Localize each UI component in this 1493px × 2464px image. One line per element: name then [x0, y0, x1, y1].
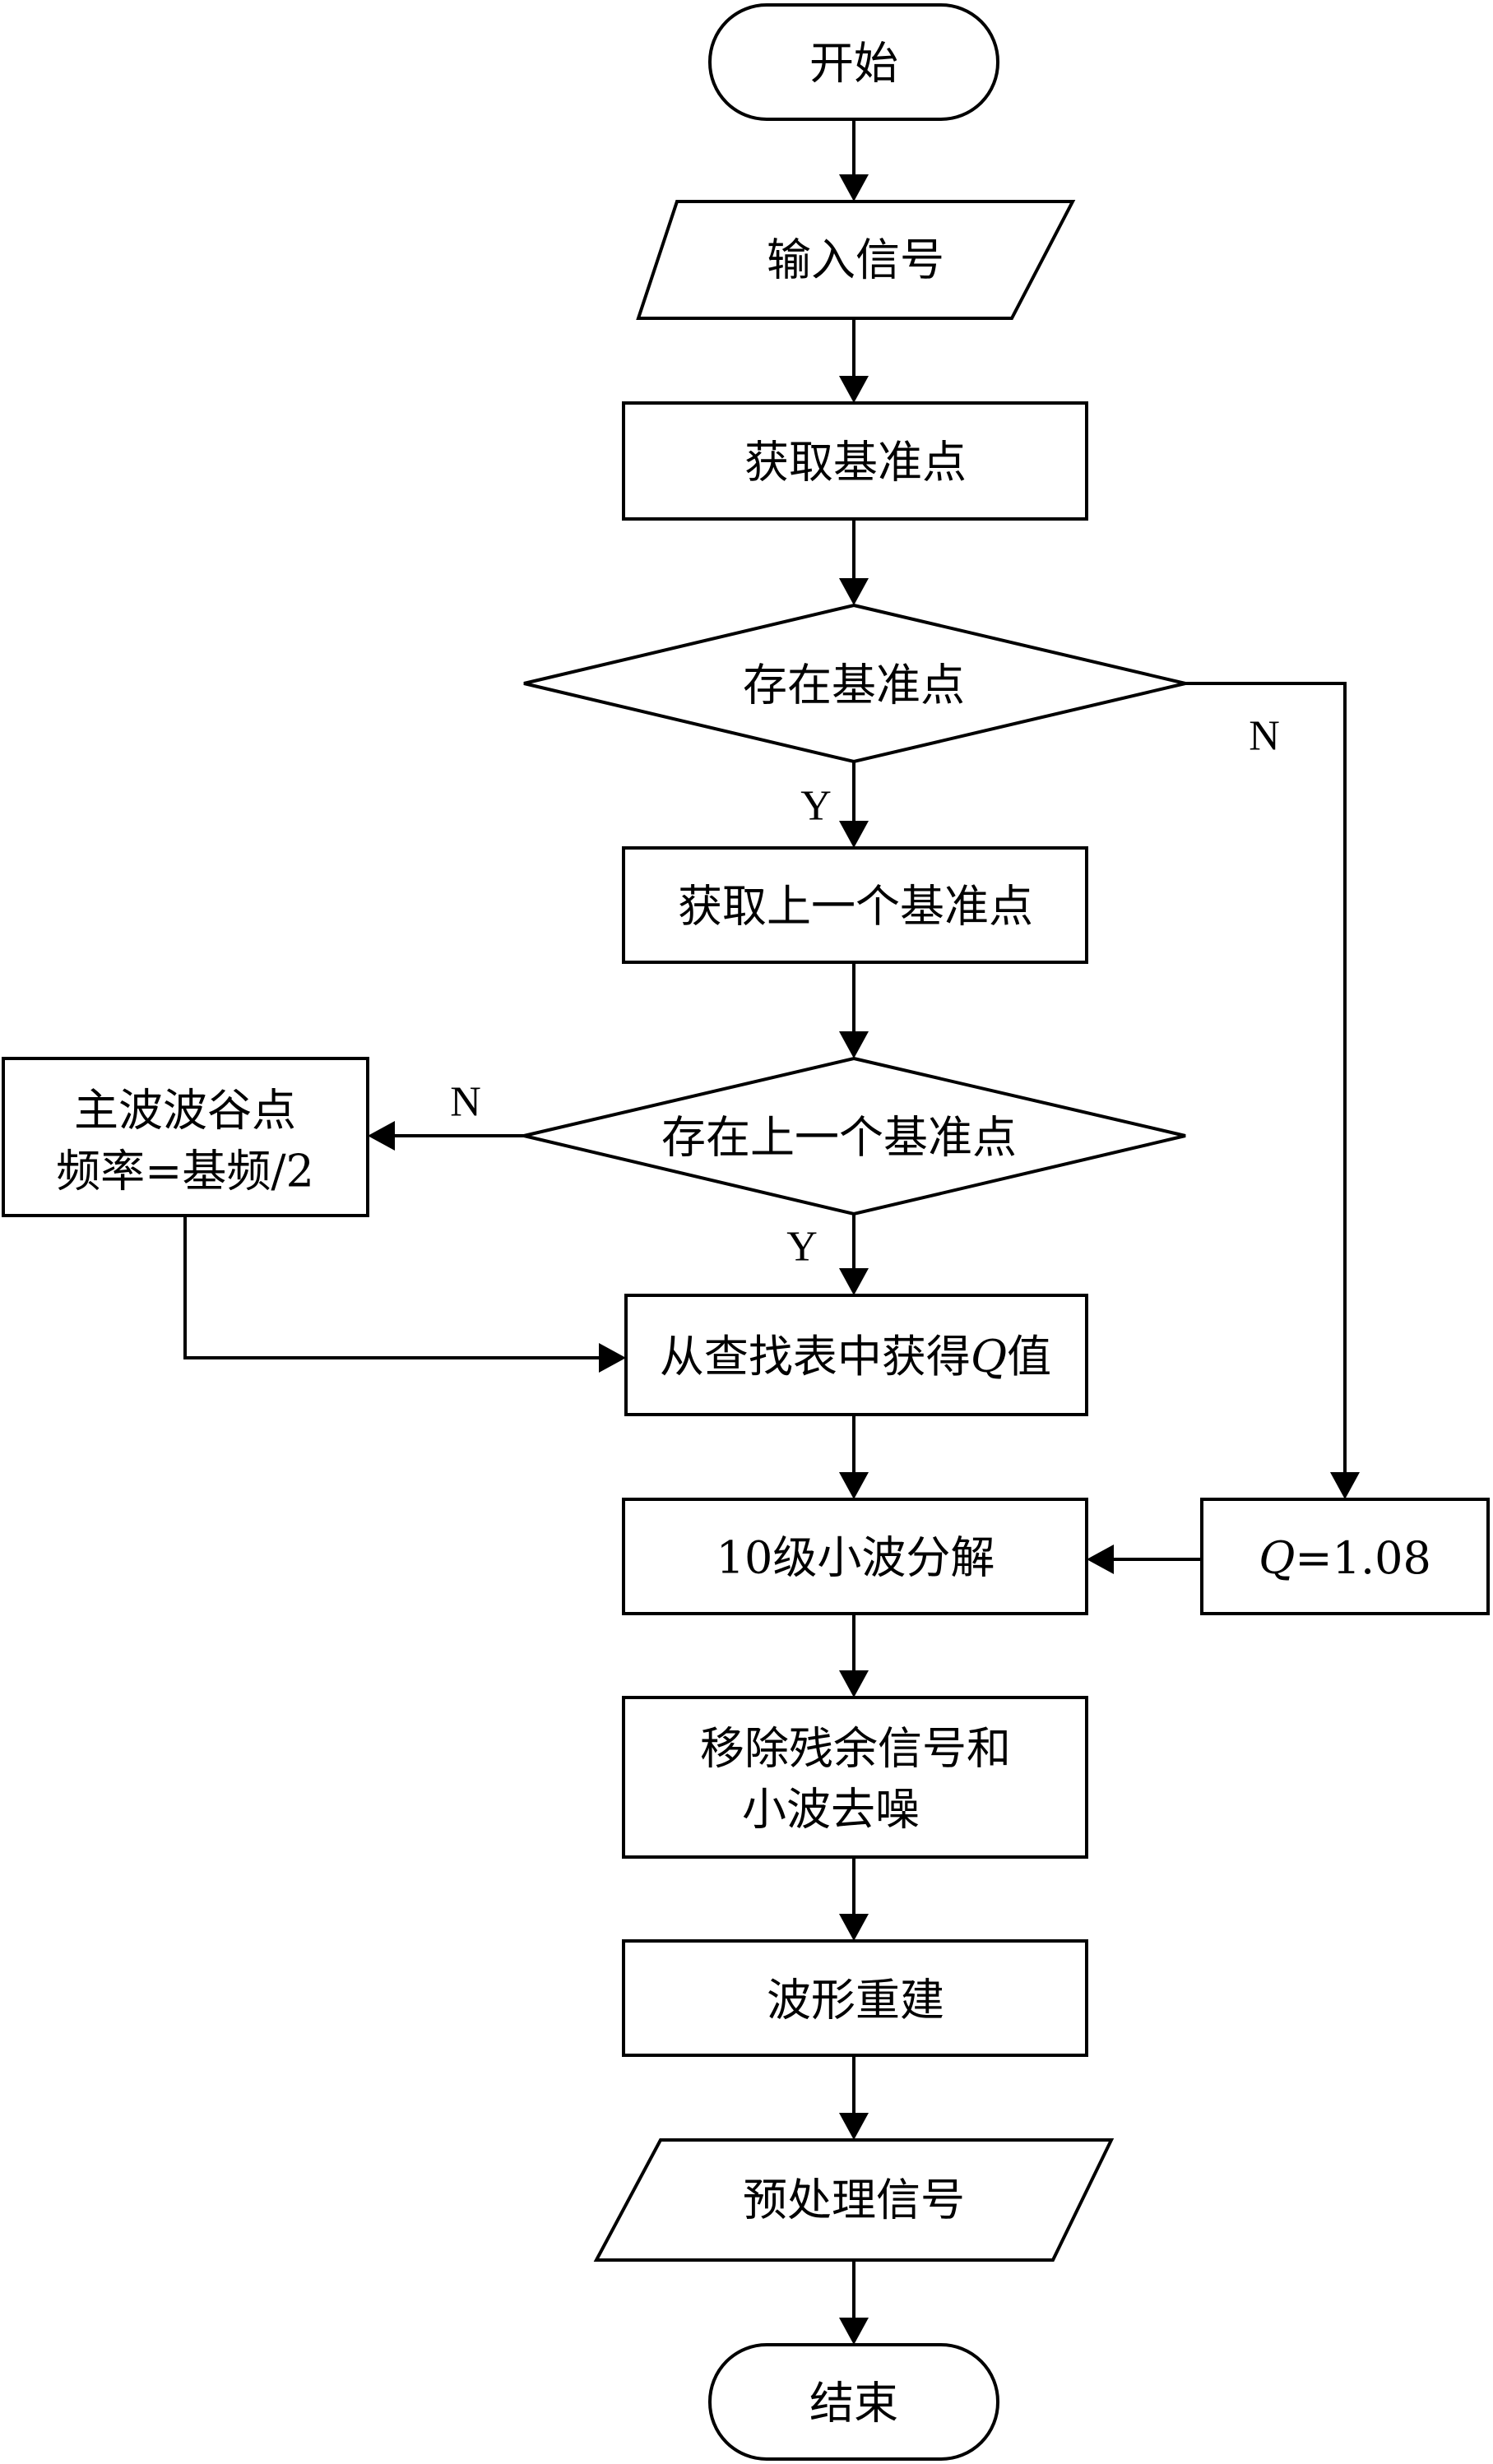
lookup-suffix: 值 — [1007, 1331, 1051, 1383]
q-default-value: =1.08 — [1295, 1532, 1430, 1584]
previous-exists-yes-label: Y — [786, 1224, 818, 1271]
start-terminal — [708, 3, 999, 121]
node-wavelet-decomposition: 10级小波分解 — [622, 1498, 1088, 1615]
node-previous-exists: 存在上一个基准点 — [523, 1056, 1186, 1216]
arrowhead-input — [839, 174, 869, 201]
lookup-label: 从查找表中获得Q值 — [660, 1331, 1051, 1383]
node-remove-residual: 移除残余信号和 小波去噪 — [622, 1696, 1088, 1859]
node-input-signal: 输入信号 — [636, 200, 1076, 320]
remove-line1: 移除残余信号和 — [700, 1723, 1011, 1775]
remove-box — [622, 1696, 1088, 1859]
arrow-trough-to-lookup — [183, 1216, 607, 1359]
reference-exists-no-label: N — [1249, 713, 1280, 760]
lookup-q-symbol: Q — [971, 1331, 1007, 1383]
arrowhead-q-default — [1330, 1472, 1360, 1499]
end-terminal — [708, 2343, 999, 2461]
arrowhead-decomp — [839, 1472, 869, 1499]
get-reference-label: 获取基准点 — [744, 437, 967, 489]
arrow-decision1-no — [1185, 682, 1347, 1480]
reference-exists-yes-label: Y — [800, 783, 832, 830]
node-q-default: Q=1.08 — [1200, 1498, 1490, 1615]
arrowhead-end — [839, 2318, 869, 2345]
lookup-box — [624, 1294, 1088, 1416]
reconstruct-label: 波形重建 — [767, 1975, 944, 2026]
node-reference-exists: 存在基准点 — [523, 603, 1186, 764]
get-reference-box — [622, 401, 1088, 521]
arrowhead-decomp-side — [1087, 1545, 1114, 1574]
get-previous-label: 获取上一个基准点 — [678, 881, 1033, 933]
arrowhead-reconstruct — [839, 1914, 869, 1941]
node-get-previous-reference: 获取上一个基准点 — [622, 846, 1088, 964]
reference-exists-label: 存在基准点 — [743, 660, 965, 711]
node-lookup-q: 从查找表中获得Q值 — [624, 1294, 1088, 1416]
trough-line2: 频率=基频/2 — [56, 1146, 314, 1197]
arrowhead-trough — [368, 1121, 395, 1151]
q-default-box — [1200, 1498, 1490, 1615]
previous-exists-diamond — [523, 1056, 1186, 1216]
node-end: 结束 — [708, 2343, 999, 2461]
output-label: 预处理信号 — [743, 2175, 965, 2226]
remove-line2: 小波去噪 — [742, 1784, 920, 1836]
node-main-wave-trough: 主波波谷点 频率=基频/2 — [2, 1057, 369, 1217]
node-get-reference-points: 获取基准点 — [622, 401, 1088, 521]
q-default-label: Q=1.08 — [1259, 1532, 1431, 1584]
arrowhead-decision2 — [839, 1031, 869, 1058]
decomp-label: 10级小波分解 — [716, 1532, 995, 1584]
input-parallelogram — [636, 200, 1076, 320]
previous-exists-no-label: N — [450, 1079, 481, 1126]
output-parallelogram — [593, 2138, 1115, 2262]
input-label: 输入信号 — [767, 234, 944, 286]
node-start: 开始 — [708, 3, 999, 121]
node-waveform-reconstruction: 波形重建 — [622, 1939, 1088, 2057]
lookup-prefix: 从查找表中获得 — [660, 1331, 971, 1383]
reconstruct-box — [622, 1939, 1088, 2057]
edge-labels: N Y N Y — [450, 713, 1280, 1271]
trough-line1: 主波波谷点 — [74, 1085, 296, 1137]
arrowhead-decision1 — [839, 578, 869, 605]
connectors — [183, 119, 1360, 2345]
arrowhead-lookup-side — [599, 1343, 626, 1373]
start-label: 开始 — [809, 38, 898, 90]
reference-exists-diamond — [523, 603, 1186, 764]
trough-box — [2, 1057, 369, 1217]
q-default-symbol: Q — [1259, 1532, 1295, 1584]
get-previous-box — [622, 846, 1088, 964]
arrowhead-get-ref — [839, 376, 869, 403]
arrowhead-output — [839, 2113, 869, 2140]
arrowhead-remove — [839, 1670, 869, 1697]
end-label: 结束 — [809, 2378, 898, 2429]
node-preprocessed-signal: 预处理信号 — [593, 2138, 1115, 2262]
arrowhead-get-prev — [839, 821, 869, 848]
arrowhead-lookup — [839, 1268, 869, 1295]
decomp-box — [622, 1498, 1088, 1615]
previous-exists-label: 存在上一个基准点 — [661, 1112, 1017, 1164]
